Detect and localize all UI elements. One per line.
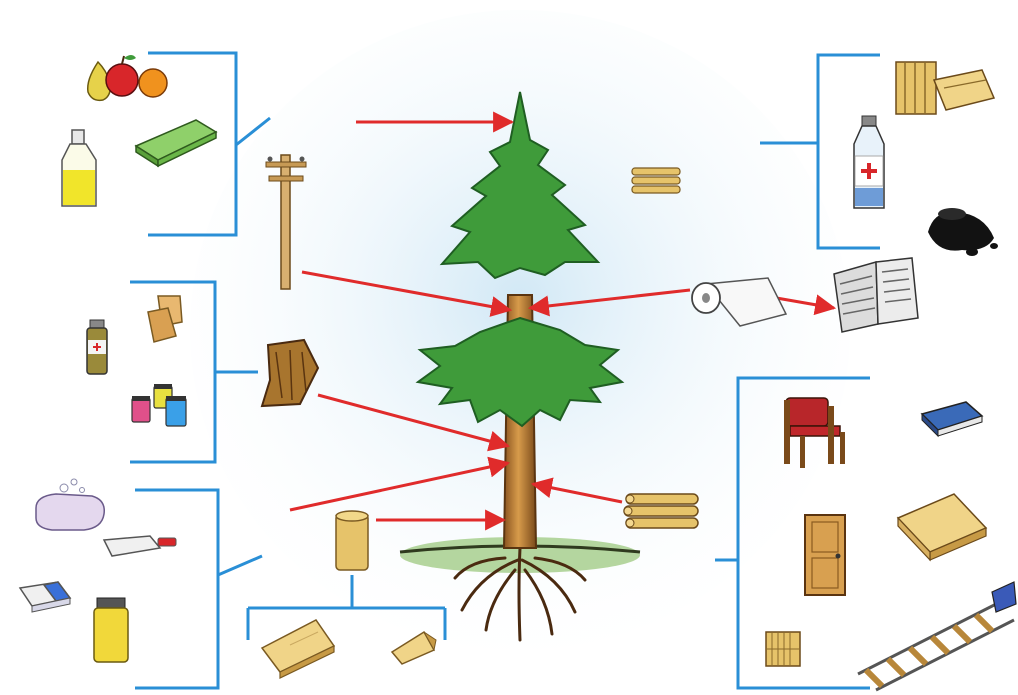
bracket-lower-left: [135, 490, 262, 688]
bottle-icon: [62, 130, 96, 206]
paint-jars-icon: [132, 384, 186, 426]
vial-icon: [87, 320, 107, 374]
soap-icon: [36, 479, 104, 530]
log-pile-icon: [624, 494, 698, 528]
eraser-icon: [20, 582, 70, 612]
medicine-bottle-icon: [854, 116, 884, 208]
cork-icon: [148, 296, 182, 342]
matchbox-icon: [922, 402, 982, 436]
parquet-icon: [766, 632, 800, 666]
log-bundle-icon: [632, 168, 680, 193]
door-icon: [805, 515, 845, 595]
fruit-icon: [88, 55, 167, 100]
veneer-sheet-icon: [262, 620, 334, 678]
plywood-icon: [898, 494, 986, 560]
plank-stack-icon: [896, 62, 994, 114]
newspaper-icon: [834, 258, 918, 332]
rosin-icon: [928, 208, 998, 256]
chewing-gum-icon: [136, 120, 216, 166]
jar-icon: [94, 598, 128, 662]
cream-tube-icon: [104, 536, 176, 556]
railway-icon: [858, 582, 1016, 690]
wood-block-icon: [336, 511, 368, 570]
wedge-icon: [392, 632, 436, 664]
